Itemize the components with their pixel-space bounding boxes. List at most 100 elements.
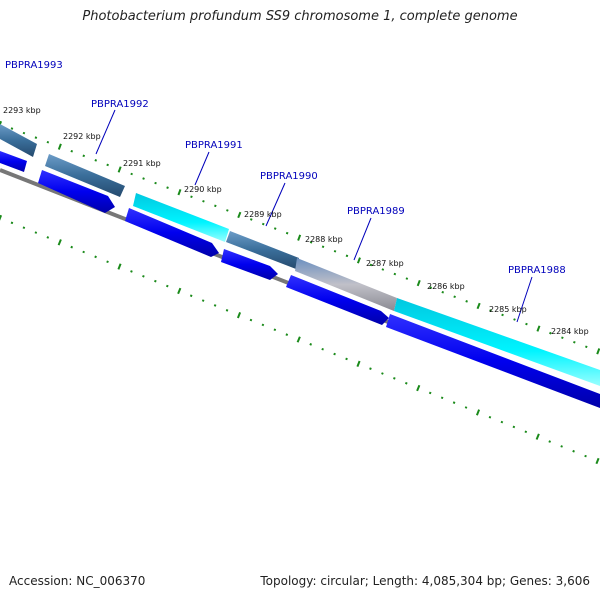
gene-bar-pbpra1990[interactable] (226, 231, 299, 269)
kbp-label: 2290 kbp (184, 185, 222, 194)
gene-bar-pbpra1991[interactable] (133, 193, 229, 242)
inner-tick (309, 343, 313, 346)
kbp-label: 2287 kbp (366, 259, 404, 268)
outer-tick (441, 290, 445, 294)
outer-tick (501, 313, 504, 317)
inner-tick (70, 245, 74, 249)
outer-tick (416, 279, 421, 287)
outer-tick (117, 166, 122, 173)
blue-genes (0, 151, 600, 408)
inner-tick (560, 445, 563, 448)
kbp-label: 2284 kbp (551, 327, 589, 336)
gene-arrow-2[interactable] (38, 170, 115, 213)
outer-tick (393, 272, 397, 276)
outer-tick (22, 131, 26, 135)
inner-tick (321, 347, 324, 351)
gene-arrow-3[interactable] (125, 208, 219, 257)
inner-tick (236, 312, 242, 319)
outer-tick (453, 295, 456, 299)
inner-tick (512, 425, 516, 429)
inner-tick (369, 367, 372, 370)
gene-arrow-1[interactable] (0, 151, 27, 172)
outer-tick (297, 234, 302, 241)
outer-tick (536, 325, 541, 332)
outer-tick (261, 222, 265, 226)
kbp-label: 2289 kbp (244, 210, 282, 219)
inner-tick (117, 263, 122, 270)
gene-bar-pbpra1988[interactable] (394, 298, 600, 386)
inner-tick (285, 333, 289, 336)
gene-label-pbpra1990[interactable]: PBPRA1990 (260, 171, 318, 182)
inner-tick (296, 336, 301, 343)
outer-tick (202, 200, 205, 203)
inner-tick (249, 318, 253, 322)
forward-genes (0, 124, 600, 386)
inner-tick (261, 323, 265, 327)
inner-tick (273, 328, 277, 332)
kbp-label: 2293 kbp (3, 106, 41, 115)
outer-tick (154, 181, 157, 185)
outer-tick (476, 302, 481, 310)
outer-tick (381, 268, 385, 271)
scale-labels: 2293 kbp 2292 kbp 2291 kbp 2290 kbp 2289… (3, 106, 589, 336)
inner-tick (213, 304, 217, 307)
outer-tick (82, 154, 86, 158)
gene-label-pbpra1989[interactable]: PBPRA1989 (347, 206, 405, 217)
outer-tick-ring (0, 120, 600, 355)
inner-tick (34, 231, 38, 234)
inner-tick (106, 260, 109, 264)
gene-bar-pbpra1992[interactable] (45, 154, 125, 197)
inner-tick (10, 221, 14, 225)
kbp-label: 2291 kbp (123, 159, 161, 168)
outer-tick (333, 250, 337, 253)
gene-label-pbpra1991[interactable]: PBPRA1991 (185, 140, 243, 151)
outer-tick (46, 140, 50, 144)
inner-tick (57, 239, 62, 246)
gene-label-pbpra1988[interactable]: PBPRA1988 (508, 265, 566, 276)
outer-tick (489, 309, 492, 312)
gene-arrow-6[interactable] (386, 314, 600, 408)
genome-summary-text: Topology: circular; Length: 4,085,304 bp… (260, 574, 590, 588)
outer-tick (106, 163, 109, 167)
outer-tick (34, 136, 38, 139)
gene-label-pbpra1993[interactable]: PBPRA1993 (5, 60, 63, 71)
outer-tick (237, 211, 242, 219)
inner-tick (177, 287, 182, 295)
outer-tick (57, 143, 62, 150)
gene-bar-pbpra1989[interactable] (295, 258, 397, 311)
outer-tick (142, 177, 145, 180)
outer-tick (273, 227, 277, 230)
kbp-label: 2286 kbp (427, 282, 465, 291)
inner-tick (154, 279, 157, 283)
inner-tick (142, 274, 145, 278)
accession-text: Accession: NC_006370 (9, 574, 146, 588)
outer-tick (166, 186, 169, 189)
inner-tick (225, 309, 229, 312)
kbp-label: 2285 kbp (489, 305, 527, 314)
outer-tick (429, 286, 433, 289)
inner-tick (381, 372, 384, 375)
outer-tick (549, 331, 552, 335)
gene-label-pbpra1992[interactable]: PBPRA1992 (91, 99, 149, 110)
inner-tick (595, 457, 600, 465)
outer-tick (285, 231, 289, 235)
inner-tick (488, 415, 492, 419)
outer-tick (130, 172, 133, 176)
gene-arrow-5[interactable] (286, 275, 389, 325)
outer-tick (405, 277, 409, 280)
outer-tick (94, 159, 98, 162)
gene-arrow-4[interactable] (221, 249, 278, 280)
outer-tick (249, 218, 253, 221)
inner-tick (548, 440, 552, 443)
gene-bar-pbpra1993[interactable] (0, 124, 37, 157)
inner-tick (452, 401, 456, 404)
outer-tick (561, 336, 564, 339)
inner-tick (535, 433, 540, 440)
outer-tick (10, 127, 14, 130)
inner-tick (404, 381, 408, 385)
inner-tick (165, 284, 169, 288)
outer-tick (309, 240, 313, 244)
inner-tick (572, 449, 575, 453)
kbp-label: 2292 kbp (63, 132, 101, 141)
